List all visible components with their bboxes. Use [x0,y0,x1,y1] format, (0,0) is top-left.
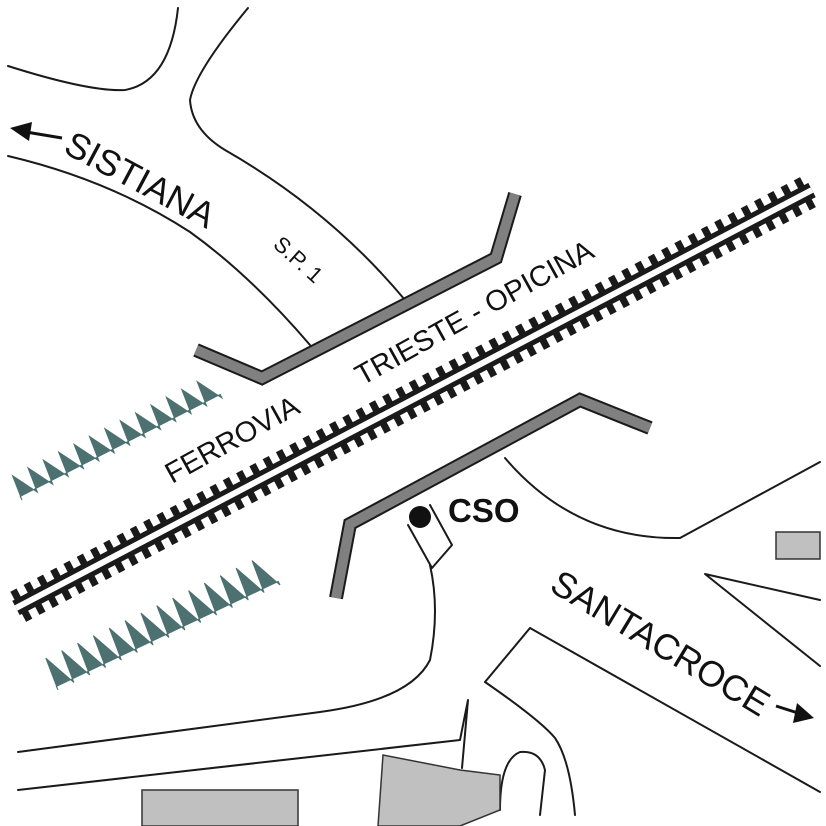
road-santacroce-lower-edge [484,627,531,683]
building-east [775,531,821,560]
railway-track [10,177,816,622]
label-station-cso: CSO [448,492,520,529]
road-sp1-east-edge [189,7,406,301]
road-inner-loop [499,750,546,816]
road-lower-loop [484,681,576,816]
road-santacroce-upper-edge [529,627,821,793]
embankment-spikes [11,380,224,501]
building-south-west [141,789,299,826]
road-sistiana-south-edge [7,155,311,346]
rail-gauge-gap [14,187,814,611]
embankment-lower [45,560,281,691]
embankment-upper [11,380,224,501]
station-access-path [407,504,453,569]
road-central-winding [17,564,436,753]
label-sp1: S.P. 1 [269,231,328,288]
road-diagonal-toward-santacroce [504,457,821,540]
label-santacroce: SANTACROCE [544,562,777,725]
arrow-right-icon [775,703,814,723]
road-top-left-curve [7,7,179,92]
buildings [141,531,821,826]
bridge-south [329,392,653,600]
road-east-branch [704,573,821,667]
bridge-north [193,192,522,386]
road-network [7,7,821,816]
road-bottom-edge [17,699,469,791]
dot-marker-icon [409,506,431,528]
building-south-central [377,754,501,826]
arrow-left-icon [10,122,63,141]
embankment-spikes [45,560,281,691]
